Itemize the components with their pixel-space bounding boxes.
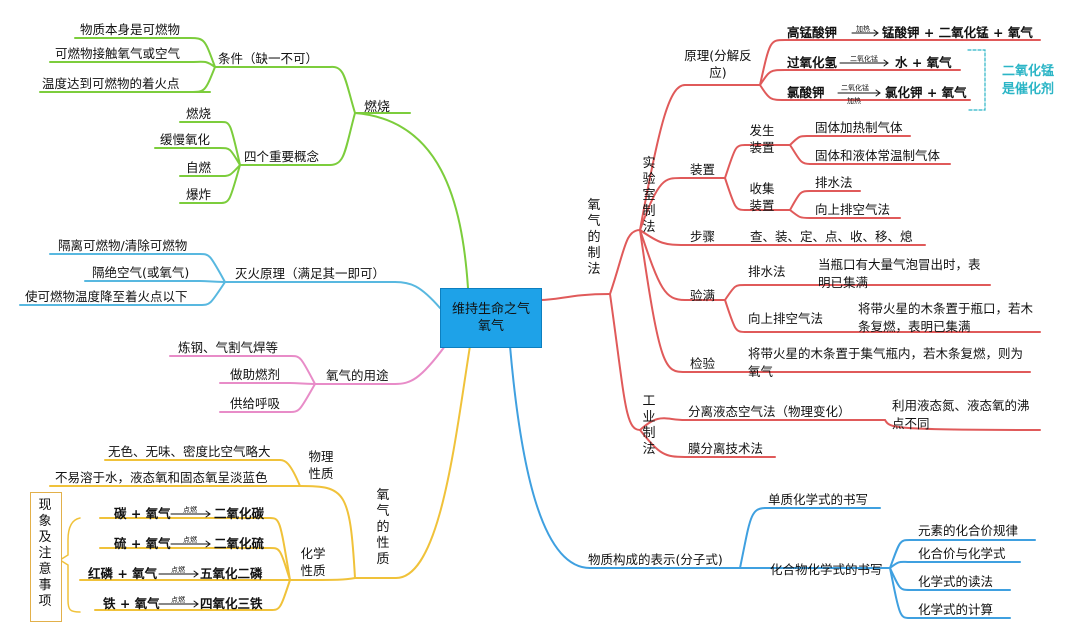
reaction-left: 过氧化氢 xyxy=(787,55,838,70)
properties-label: 氧气的性质 xyxy=(376,488,390,567)
industrial-method-2: 膜分离技术法 xyxy=(688,441,764,456)
reaction-condition-bottom: 加热 xyxy=(847,97,861,105)
test-text: 将带火星的木条置于集气瓶内，若木条复燃，则为氧气 xyxy=(748,346,1024,379)
air-method-label: 向上排空气法 xyxy=(748,311,824,326)
reaction-right: 四氧化三铁 xyxy=(200,596,263,611)
concept-item: 爆炸 xyxy=(186,187,212,202)
industrial-method-1-text: 利用液态氮、液态氧的沸点不同 xyxy=(892,398,1030,431)
air-method-text: 将带火星的木条置于瓶口，若木条复燃，表明已集满 xyxy=(858,301,1034,334)
reaction-condition: 二氧化锰 xyxy=(850,55,878,63)
collection-item: 向上排空气法 xyxy=(815,202,891,217)
preparation-label: 氧气的制法 xyxy=(587,198,601,277)
reaction-right: 二氧化硫 xyxy=(214,536,265,551)
collection-label: 收集装置 xyxy=(749,181,775,213)
condition-item: 物质本身是可燃物 xyxy=(80,22,181,37)
elemental-formula: 单质化学式的书写 xyxy=(768,492,869,507)
water-method-label: 排水法 xyxy=(748,264,786,279)
reaction-left: 红磷 + 氧气 xyxy=(88,566,158,581)
extinguish-item: 隔离可燃物/清除可燃物 xyxy=(58,238,188,253)
catalyst-bracket xyxy=(967,49,986,111)
extinguish-item: 使可燃物温度降至着火点以下 xyxy=(25,289,188,304)
reaction-left: 氯酸钾 xyxy=(787,85,825,100)
lab-method-label: 实验室制法 xyxy=(642,156,656,235)
reaction-arrows xyxy=(158,29,889,608)
uses-item: 炼钢、气割气焊等 xyxy=(178,340,279,355)
steps-label: 步骤 xyxy=(690,229,716,244)
preparation-branch-lines xyxy=(539,39,1041,458)
reaction-condition-top: 二氧化锰 xyxy=(841,84,869,92)
uses-branch-lines xyxy=(169,345,446,413)
center-subtitle: 氧气 xyxy=(477,319,504,334)
physical-item: 无色、无味、密度比空气略大 xyxy=(108,444,271,459)
uses-item: 供给呼吸 xyxy=(230,396,281,411)
catalyst-note: 二氧化锰是催化剂 xyxy=(1001,64,1054,97)
water-method-text: 当瓶口有大量气泡冒出时，表明已集满 xyxy=(818,257,981,290)
concept-item: 缓慢氧化 xyxy=(160,132,211,147)
reaction-left: 铁 + 氧气 xyxy=(103,596,160,611)
apparatus-label: 装置 xyxy=(690,162,716,177)
test-label: 检验 xyxy=(690,356,716,371)
uses-label: 氧气的用途 xyxy=(326,368,389,383)
physical-label: 物理性质 xyxy=(308,449,334,481)
principle-label: 原理(分解反应) xyxy=(684,48,752,80)
reaction-right: 水 + 氧气 xyxy=(895,55,952,70)
generation-item: 固体和液体常温制气体 xyxy=(815,148,941,163)
reaction-condition: 点燃 xyxy=(171,596,185,604)
steps-text: 查、装、定、点、收、移、熄 xyxy=(750,229,913,244)
reaction-left: 硫 + 氧气 xyxy=(114,536,171,551)
extinguish-label: 灭火原理（满足其一即可） xyxy=(235,266,386,281)
notes-box xyxy=(30,492,62,622)
burning-title: 燃烧 xyxy=(364,100,391,115)
industrial-method-1: 分离液态空气法（物理变化） xyxy=(688,404,851,419)
condition-item: 可燃物接触氧气或空气 xyxy=(55,46,181,61)
reaction-right: 氯化钾 + 氧气 xyxy=(885,85,967,100)
condition-item: 温度达到可燃物的着火点 xyxy=(42,76,180,91)
reaction-condition: 点燃 xyxy=(183,536,197,544)
reaction-left: 碳 + 氧气 xyxy=(114,506,171,521)
conditions-label: 条件（缺一不可） xyxy=(218,51,319,66)
physical-item: 不易溶于水，液态氧和固态氧呈淡蓝色 xyxy=(55,470,268,485)
compound-item: 化学式的计算 xyxy=(918,602,994,617)
extinguish-item: 隔绝空气(或氧气) xyxy=(92,265,190,280)
reaction-condition: 加热 xyxy=(856,25,870,33)
properties-branch-lines xyxy=(49,345,471,613)
center-node[interactable]: 维持生命之气 氧气 xyxy=(440,288,542,348)
industrial-method-label: 工业制法 xyxy=(642,394,656,457)
compound-formula-label: 化合物化学式的书写 xyxy=(770,562,883,577)
full-check-label: 验满 xyxy=(690,288,716,303)
chemical-label: 化学性质 xyxy=(300,546,326,578)
composition-label: 物质构成的表示(分子式) xyxy=(588,552,723,567)
concept-item: 自燃 xyxy=(186,160,212,175)
compound-item: 化学式的读法 xyxy=(918,574,994,589)
reaction-right: 锰酸钾 + 二氧化锰 + 氧气 xyxy=(882,25,1033,40)
generation-label: 发生装置 xyxy=(749,123,775,155)
center-title: 维持生命之气 xyxy=(451,302,530,317)
concept-item: 燃烧 xyxy=(186,106,212,121)
burning-branch-lines xyxy=(39,37,469,289)
concepts-label: 四个重要概念 xyxy=(244,149,320,164)
reaction-left: 高锰酸钾 xyxy=(787,25,838,40)
reaction-right: 二氧化碳 xyxy=(214,506,265,521)
composition-branch-lines xyxy=(509,345,1036,619)
reaction-condition: 点燃 xyxy=(183,506,197,514)
generation-item: 固体加热制气体 xyxy=(815,120,903,135)
collection-item: 排水法 xyxy=(815,175,853,190)
reaction-right: 五氧化二磷 xyxy=(200,566,263,581)
uses-item: 做助燃剂 xyxy=(230,367,281,382)
reaction-condition: 点燃 xyxy=(171,566,185,574)
compound-item: 元素的化合价规律 xyxy=(918,523,1019,538)
extinguish-branch-lines xyxy=(19,253,441,309)
compound-item: 化合价与化学式 xyxy=(918,546,1006,561)
side-note: 现象及注意事项 xyxy=(38,498,52,609)
